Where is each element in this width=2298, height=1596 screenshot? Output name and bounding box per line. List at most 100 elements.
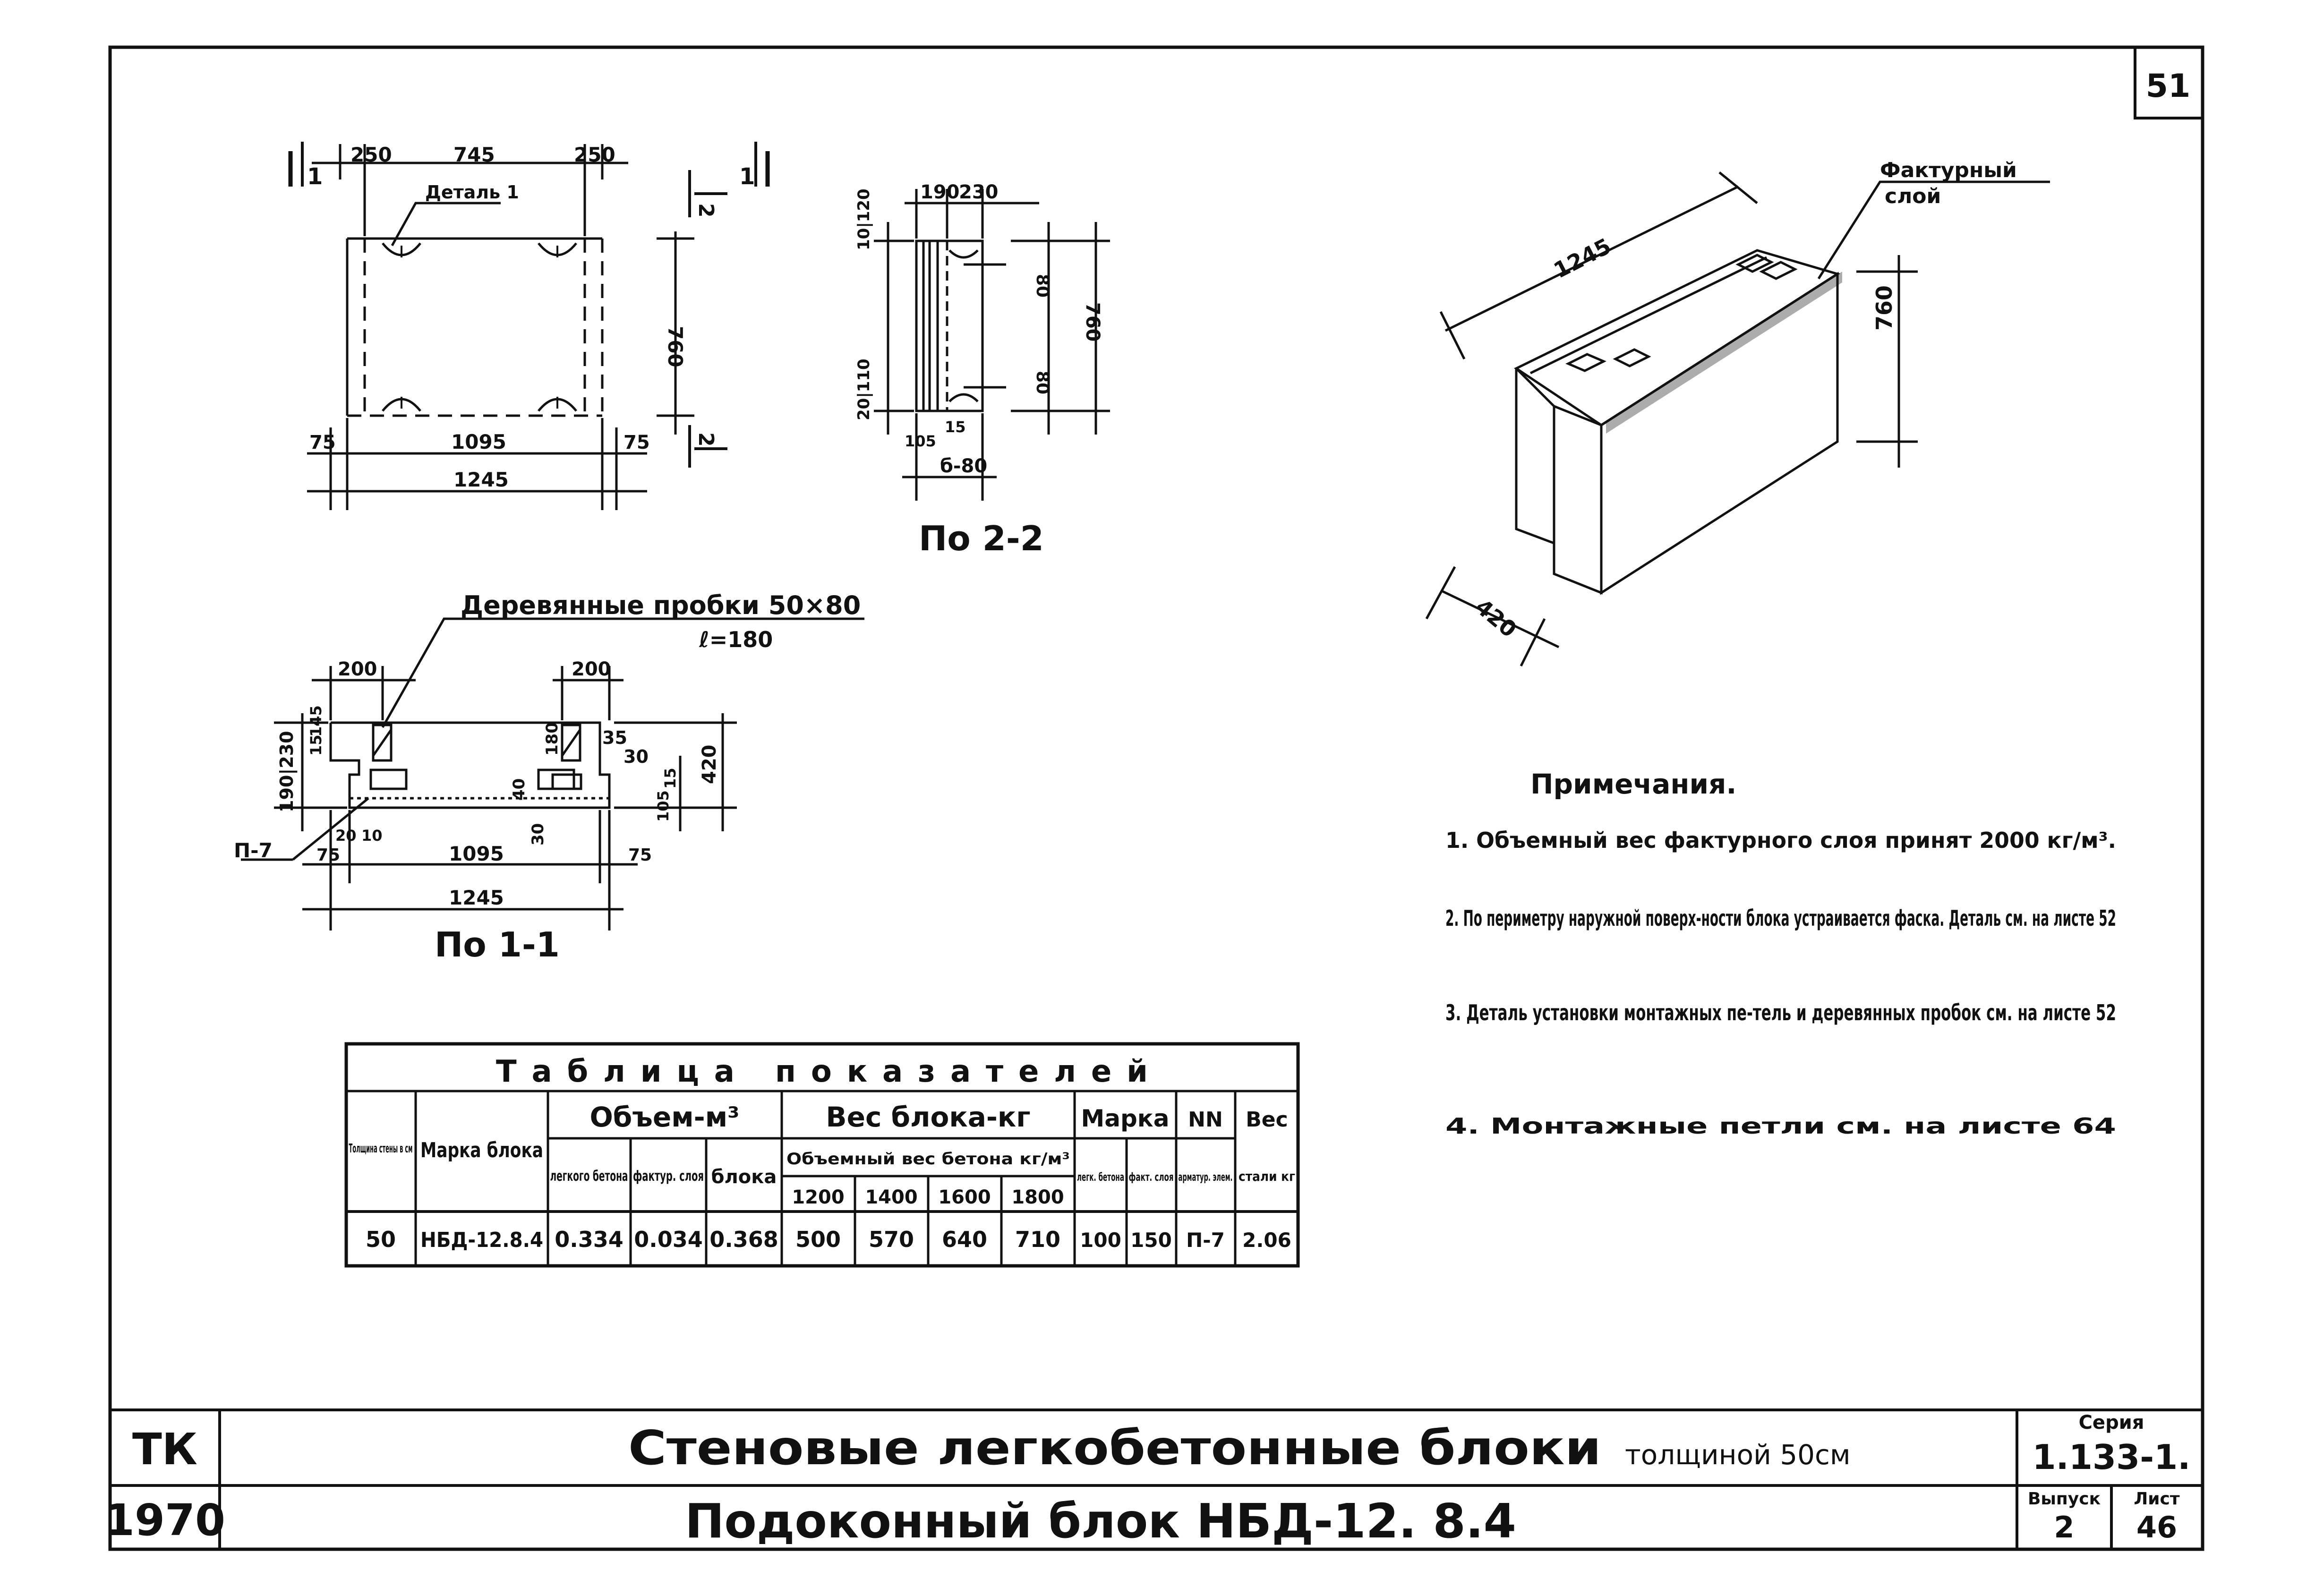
iso-dim-420: 420 — [1470, 594, 1521, 642]
s11-dim-30: 30 — [624, 746, 649, 767]
series-label: Серия — [2079, 1412, 2144, 1434]
th-d1600: 1600 — [938, 1186, 991, 1208]
isometric-block — [1425, 171, 2050, 667]
section-2-2-labels: 190 230 10|120 20|110 80 80 760 105 15 б… — [854, 181, 1103, 558]
cell-w1800: 710 — [1015, 1227, 1060, 1252]
plan-dim-1095: 1095 — [451, 430, 506, 453]
section-2-2 — [874, 189, 1110, 501]
cell-w1400: 570 — [869, 1227, 914, 1252]
plan-cut-1-right: 1 — [739, 163, 755, 190]
sheet-frame — [108, 45, 2204, 1551]
s11-dim-105: 105 — [654, 790, 672, 822]
year: 1970 — [104, 1495, 225, 1545]
s11-dim-200-left: 200 — [338, 658, 377, 680]
cell-grade-facing: 150 — [1130, 1229, 1172, 1252]
plan-dim-760: 760 — [664, 326, 687, 367]
note-2: 2. По периметру наружной поверх-ности бл… — [1445, 905, 2116, 931]
th-vol-light: легкого бетона — [550, 1168, 628, 1185]
plan-cut-2-top: 2 — [694, 203, 718, 218]
s22-dim-760: 760 — [1082, 302, 1103, 342]
cell-steel: 2.06 — [1242, 1229, 1291, 1252]
s11-dim-420: 420 — [699, 745, 720, 785]
plan-dim-250-left: 250 — [350, 143, 392, 166]
s11-callout-plugs-len: ℓ=180 — [699, 627, 773, 652]
s22-dim-80-top: 80 — [1033, 274, 1052, 298]
th-grade-facing: факт. слоя — [1129, 1170, 1174, 1184]
s11-dim-75-left: 75 — [316, 845, 340, 865]
s11-dim-1095: 1095 — [449, 842, 504, 865]
th-steel-sub: стали кг — [1239, 1169, 1295, 1184]
s11-dim-200-right: 200 — [572, 658, 611, 680]
s22-dim-left-top: 10|120 — [854, 188, 873, 250]
s11-dim-180: 180 — [543, 722, 562, 756]
isometric-labels: Фактурный слой 1245 760 420 — [1470, 158, 2017, 642]
s11-dim-left-outer: 190|230 — [276, 731, 298, 812]
cell-nn: П-7 — [1186, 1229, 1225, 1252]
cell-grade-light: 100 — [1080, 1229, 1121, 1252]
th-d1200: 1200 — [792, 1186, 844, 1208]
th-vol-facing: фактур. слоя — [633, 1168, 704, 1185]
s22-dim-15: 15 — [945, 418, 966, 436]
sheet-label: Лист — [2134, 1489, 2179, 1509]
cell-vol-facing: 0.034 — [634, 1227, 703, 1252]
plan-view-labels: 250 745 250 Деталь 1 760 75 1095 75 1245… — [307, 143, 755, 491]
s22-dim-left-bottom: 20|110 — [854, 358, 873, 420]
th-d1800: 1800 — [1011, 1186, 1064, 1208]
cell-thickness: 50 — [366, 1227, 396, 1252]
title-main: Стеновые легкобетонные блоки — [628, 1420, 1601, 1476]
iso-label-surface: Фактурный — [1880, 158, 2017, 182]
th-d1400: 1400 — [865, 1186, 917, 1208]
plan-dim-250-right: 250 — [574, 143, 615, 166]
s11-dim-35: 35 — [602, 727, 627, 748]
th-thickness: Толщина стены в см — [349, 1142, 413, 1156]
table-title: Таблица показателей — [496, 1054, 1148, 1089]
note-1: 1. Объемный вес фактурного слоя принят 2… — [1445, 828, 2116, 853]
cell-w1200: 500 — [795, 1227, 841, 1252]
indicators-table — [344, 1042, 1300, 1268]
notes-heading: Примечания. — [1530, 768, 1736, 800]
th-nn-sub: арматур. элем. — [1179, 1170, 1233, 1184]
cell-vol-block: 0.368 — [709, 1227, 778, 1252]
title-sub: Подоконный блок НБД-12. 8.4 — [685, 1494, 1516, 1549]
sheet-number: 51 — [2146, 68, 2191, 105]
s11-dim-15: 15 — [307, 734, 325, 756]
plan-view — [288, 142, 770, 510]
s11-callout-plugs: Деревянные пробки 50×80 — [461, 590, 861, 620]
indicators-table-text: Таблица показателей Толщина стены в см М… — [349, 1054, 1296, 1252]
title-thickness: толщиной 50см — [1625, 1439, 1851, 1471]
s22-dim-b: б-80 — [940, 455, 987, 477]
plan-detail-label: Деталь 1 — [425, 182, 519, 203]
s11-dim-145: 145 — [307, 705, 325, 737]
iso-dim-1245: 1245 — [1549, 233, 1615, 283]
plan-dim-75-right: 75 — [624, 432, 650, 453]
s22-dim-190: 190 — [920, 181, 960, 203]
issue-label: Выпуск — [2028, 1489, 2101, 1509]
th-density: Объемный вес бетона кг/м³ — [786, 1150, 1070, 1169]
cell-vol-light: 0.334 — [555, 1227, 624, 1252]
section-1-1 — [241, 617, 864, 930]
notes: Примечания. 1. Объемный вес фактурного с… — [1445, 768, 2116, 1139]
title-block — [110, 1408, 2203, 1549]
plan-cut-2-bottom: 2 — [694, 432, 718, 447]
sheet-value: 46 — [2136, 1510, 2177, 1545]
plan-dim-1245: 1245 — [453, 468, 509, 491]
th-mark: Марка блока — [420, 1138, 543, 1162]
series-value: 1.133-1. — [2032, 1437, 2190, 1477]
th-grade: Марка — [1081, 1105, 1170, 1132]
title-block-text: ТК 1970 Стеновые легкобетонные блоки тол… — [104, 1412, 2191, 1549]
s11-dim-40: 40 — [510, 778, 529, 801]
s11-dim-10: 10 — [361, 827, 383, 845]
note-4: 4. Монтажные петли см. на листе 64 — [1445, 1113, 2116, 1139]
issue-value: 2 — [2054, 1510, 2074, 1545]
s11-dim-75-right: 75 — [628, 845, 652, 865]
cell-w1600: 640 — [942, 1227, 987, 1252]
th-steel: Вес — [1246, 1108, 1288, 1132]
s22-dim-80-bottom: 80 — [1033, 371, 1052, 394]
s11-callout-loop: П-7 — [234, 839, 273, 862]
th-nn: NN — [1188, 1108, 1223, 1132]
note-3: 3. Деталь установки монтажных пе-тель и … — [1445, 1000, 2116, 1025]
s11-title: По 1-1 — [435, 925, 560, 964]
iso-label-layer: слой — [1885, 184, 1941, 208]
s11-dim-1245: 1245 — [449, 886, 504, 909]
